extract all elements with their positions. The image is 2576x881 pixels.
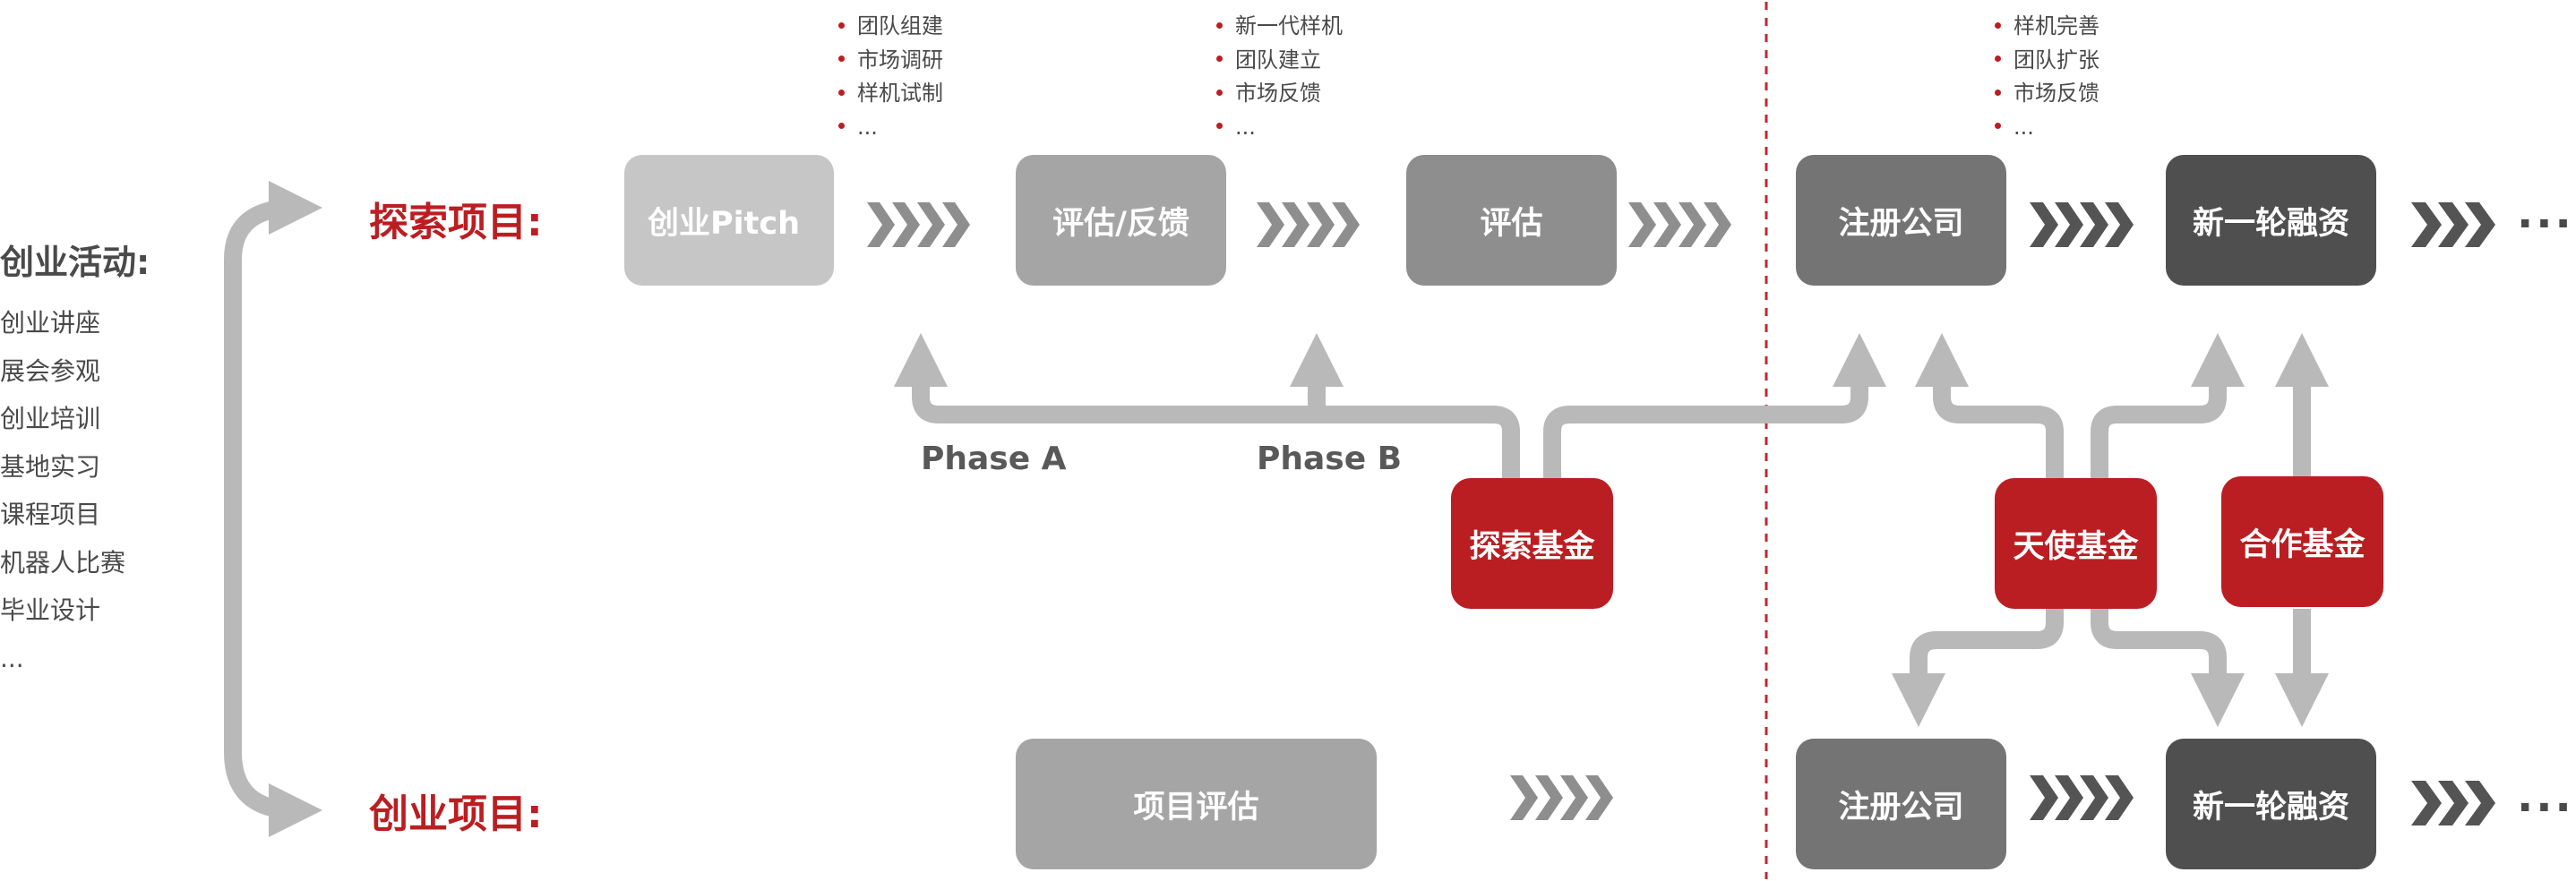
angel-fund-register-top-arrow	[1915, 333, 2064, 478]
bullet-dot-icon	[1995, 123, 2001, 129]
stage-new-funding-top: 新一轮融资	[2166, 155, 2376, 286]
phase-a-label: Phase A	[921, 440, 1067, 477]
explore-row-label: 探索项目:	[369, 200, 543, 245]
stage-register-company-bottom: 注册公司	[1796, 739, 2006, 869]
stage-review-feedback: 评估/反馈	[1016, 155, 1226, 286]
activity-item: 课程项目	[0, 500, 101, 529]
angel-fund-funding-bottom-arrow	[2091, 609, 2245, 727]
activity-item: 展会参观	[0, 355, 101, 386]
bullet-item: 团队扩张	[1995, 47, 2099, 81]
activity-item: 创业讲座	[0, 308, 101, 338]
explore-fund-phase-a-arrow	[894, 333, 1520, 478]
activities-bracket-arrow	[224, 181, 322, 837]
bullet-dot-icon	[838, 56, 845, 62]
bullet-item: 市场调研	[838, 47, 943, 81]
bullets-after-pitch: 团队组建 市场调研 样机试制 ...	[838, 13, 943, 147]
bullet-dot-icon	[838, 89, 845, 96]
chevrons-pitch-to-review-feedback	[867, 202, 970, 247]
bullets-after-register: 样机完善 团队扩张 市场反馈 ...	[1995, 13, 2099, 147]
bullet-dot-icon	[1995, 89, 2001, 96]
chevrons-project-review-to-register	[1510, 775, 1613, 820]
startup-row-label: 创业项目:	[369, 791, 543, 837]
activities-title: 创业活动:	[0, 243, 150, 282]
bullet-item: 团队组建	[838, 13, 943, 47]
bullet-item: 样机试制	[838, 80, 943, 114]
fund-explore: 探索基金	[1451, 478, 1613, 609]
bullet-dot-icon	[838, 123, 845, 129]
bullet-item: 市场反馈	[1216, 80, 1343, 114]
fund-partner: 合作基金	[2221, 476, 2383, 607]
chevrons-register-to-funding-top	[2030, 202, 2134, 247]
explore-fund-register-arrow	[1543, 333, 1886, 478]
bullet-item: 团队建立	[1216, 47, 1343, 81]
continuation-bottom: ...	[2517, 772, 2574, 822]
activity-item: 创业培训	[0, 404, 101, 433]
bullet-dot-icon	[1216, 21, 1223, 29]
bullet-dot-icon	[1995, 21, 2001, 29]
activities-list: 创业讲座 展会参观 创业培训 基地实习 课程项目 机器人比赛 毕业设计 ...	[0, 308, 125, 691]
bullet-item: ...	[838, 114, 943, 148]
continuation-top: ...	[2517, 188, 2574, 238]
bullet-dot-icon	[1995, 56, 2001, 62]
angel-fund-funding-top-arrow	[2091, 333, 2245, 478]
stage-register-company-top: 注册公司	[1796, 155, 2006, 286]
stage-project-review: 项目评估	[1016, 739, 1377, 869]
bullet-dot-icon	[1216, 89, 1223, 96]
phase-b-label: Phase B	[1257, 440, 1403, 477]
activity-item: 毕业设计	[0, 595, 101, 625]
stage-review: 评估	[1406, 155, 1617, 286]
bullet-dot-icon	[1216, 123, 1223, 129]
fund-angel: 天使基金	[1995, 478, 2157, 609]
bullet-item: ...	[1216, 114, 1343, 148]
chevrons-funding-bottom-continue	[2411, 781, 2495, 825]
chevrons-review-to-register	[1628, 202, 1731, 247]
bullet-item: 市场反馈	[1995, 80, 2099, 114]
stage-new-funding-bottom: 新一轮融资	[2166, 739, 2376, 869]
bullet-item: 新一代样机	[1216, 13, 1343, 47]
activity-item: 机器人比赛	[0, 547, 126, 577]
bullets-after-review-feedback: 新一代样机 团队建立 市场反馈 ...	[1216, 13, 1343, 147]
activity-item: 基地实习	[0, 451, 101, 482]
bullet-item: 样机完善	[1995, 13, 2099, 47]
bullet-item: ...	[1995, 114, 2099, 148]
activity-item: ...	[0, 643, 24, 673]
bullet-dot-icon	[838, 21, 845, 29]
bullet-dot-icon	[1216, 56, 1223, 62]
chevrons-register-to-funding-bottom	[2030, 775, 2134, 820]
chevrons-review-feedback-to-review	[1257, 202, 1360, 247]
chevrons-funding-top-continue	[2411, 202, 2495, 247]
angel-fund-register-bottom-arrow	[1892, 609, 2064, 727]
stage-pitch: 创业Pitch	[624, 155, 834, 286]
